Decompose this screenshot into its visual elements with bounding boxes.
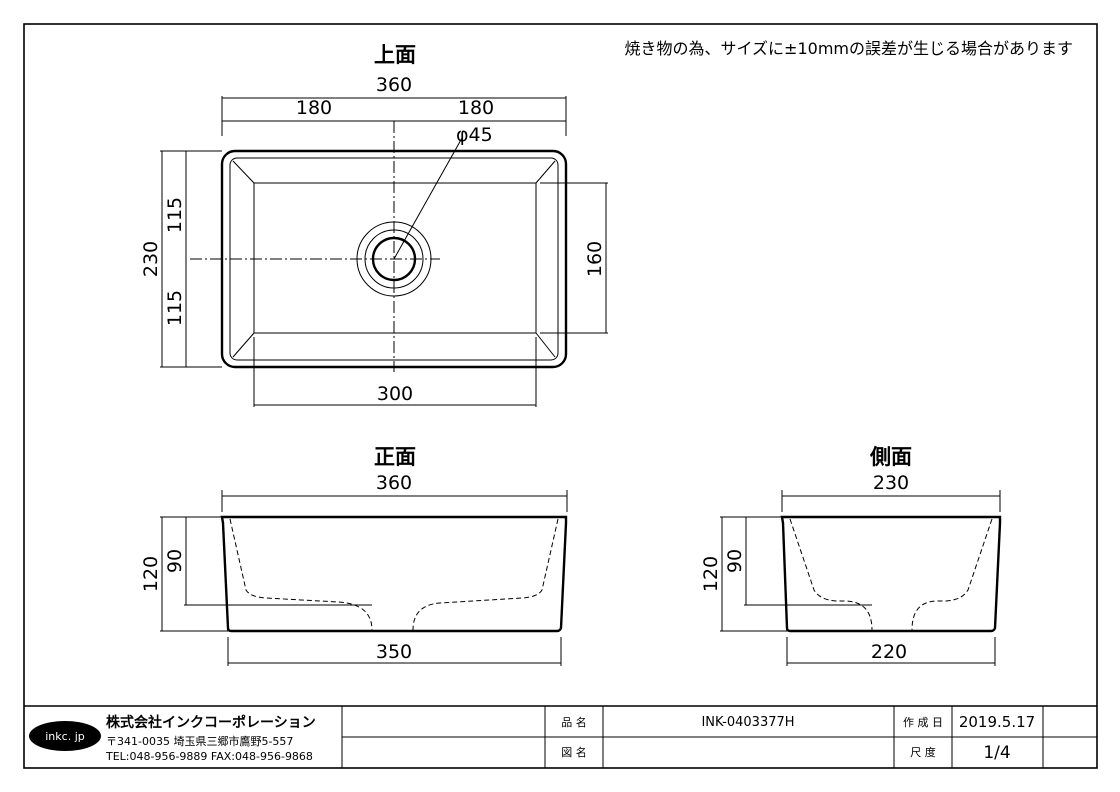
- front-view-title: 正面: [374, 445, 416, 469]
- company-address: 〒341-0035 埼玉県三郷市鷹野5-557: [106, 734, 293, 748]
- basin-outer-rim: [220, 149, 568, 369]
- side-height-inner: 90: [724, 549, 746, 573]
- side-height-total: 120: [700, 556, 722, 592]
- drawing-label: 図 名: [561, 745, 587, 759]
- sheet-border: [23, 23, 1098, 769]
- top-inner-depth: 160: [584, 241, 606, 277]
- top-depth-upper: 115: [164, 197, 186, 233]
- top-inner-width: 300: [377, 383, 413, 405]
- product-label: 品 名: [561, 715, 587, 729]
- top-depth-total: 230: [140, 241, 162, 277]
- company-logo-text: inkc. jp: [45, 730, 84, 743]
- drain-leader: [393, 137, 463, 260]
- side-view: 側面 230 120 90 220: [700, 445, 1002, 666]
- drain-hole: [371, 236, 417, 282]
- side-hidden-interior: [789, 518, 873, 631]
- date-label: 作 成 日: [903, 716, 943, 729]
- basin-floor: [253, 182, 537, 334]
- side-body: [780, 515, 1002, 633]
- basin-inner-rim: [229, 157, 559, 361]
- front-width-top: 360: [376, 472, 412, 494]
- front-height-total: 120: [140, 556, 162, 592]
- top-half-right: 180: [458, 97, 494, 119]
- front-width-bottom: 350: [376, 641, 412, 663]
- front-hidden-interior: [229, 518, 373, 631]
- title-block: inkc. jp 株式会社インクコーポレーション 〒341-0035 埼玉県三郷…: [24, 705, 1097, 768]
- company-name: 株式会社インクコーポレーション: [106, 714, 316, 731]
- drain-diameter: φ45: [456, 124, 493, 146]
- top-depth-lower: 115: [164, 290, 186, 326]
- date-value: 2019.5.17: [959, 713, 1035, 731]
- company-logo: [29, 721, 101, 751]
- front-body: [220, 515, 568, 633]
- front-view: 正面 360 120 90 350: [140, 445, 568, 666]
- top-view: 上面 360 180 180 φ45 230 11: [140, 43, 608, 407]
- side-width-bottom: 220: [871, 641, 907, 663]
- top-width-total: 360: [376, 74, 412, 96]
- front-height-inner: 90: [164, 549, 186, 573]
- company-contact: TEL:048-956-9889 FAX:048-956-9868: [105, 750, 313, 763]
- top-view-title: 上面: [374, 43, 416, 67]
- top-half-left: 180: [296, 97, 332, 119]
- tolerance-note: 焼き物の為、サイズに±10mmの誤差が生じる場合があります: [625, 39, 1073, 58]
- drain-mid: [364, 229, 424, 289]
- side-view-title: 側面: [869, 445, 912, 469]
- side-width-top: 230: [873, 472, 909, 494]
- scale-value: 1/4: [983, 743, 1010, 763]
- product-value: INK-0403377H: [701, 715, 794, 730]
- scale-label: 尺 度: [910, 745, 936, 759]
- drain-outer: [356, 221, 432, 297]
